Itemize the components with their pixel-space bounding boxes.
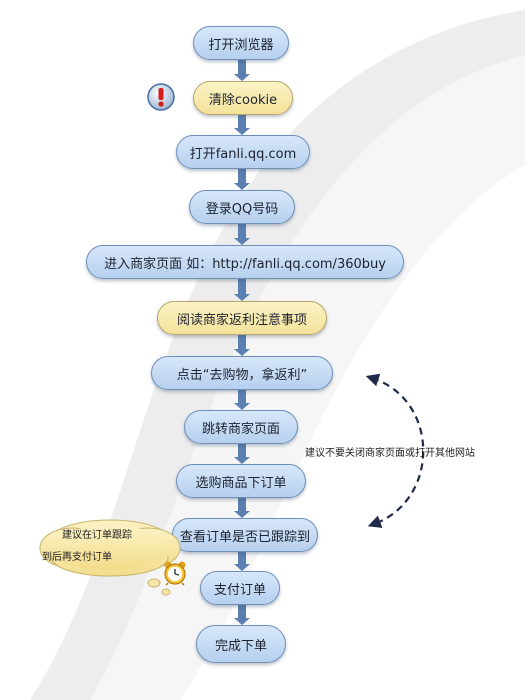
cloud-text-line1: 建议在订单跟踪 [62, 530, 132, 541]
connector-arrow-head [234, 183, 250, 190]
connector-arrow-head [234, 564, 250, 571]
connector-arrow-shaft [238, 279, 246, 295]
connector-arrow-shaft [238, 552, 246, 565]
connector-arrow-shaft [238, 224, 246, 239]
connector-arrow-head [234, 349, 250, 356]
connector-arrow-head [234, 403, 250, 410]
connector-arrow-head [234, 618, 250, 625]
node-clear-cookie: 清除cookie [193, 81, 293, 115]
cloud-text-line2: 到后再支付订单 [42, 552, 112, 563]
connector-arrow-shaft [238, 335, 246, 350]
node-login-qq: 登录QQ号码 [189, 190, 295, 224]
node-jump-merchant: 跳转商家页面 [184, 410, 298, 444]
node-check-order-tracked: 查看订单是否已跟踪到 [172, 518, 318, 552]
connector-arrow-shaft [238, 115, 246, 129]
node-click-shop: 点击“去购物，拿返利” [151, 356, 333, 390]
node-place-order: 选购商品下订单 [176, 464, 306, 498]
connector-arrow-shaft [238, 498, 246, 512]
connector-arrow-shaft [238, 605, 246, 619]
connector-arrow-shaft [238, 390, 246, 404]
node-open-fanli: 打开fanli.qq.com [176, 135, 310, 169]
connector-arrow-head [234, 238, 250, 245]
connector-arrow-head [234, 457, 250, 464]
side-note-keep-page-open: 建议不要关闭商家页面或打开其他网站 [305, 448, 475, 459]
connector-arrow-shaft [238, 169, 246, 184]
node-open-browser: 打开浏览器 [193, 26, 289, 60]
connector-arrow-shaft [238, 60, 246, 75]
connector-arrow-head [234, 294, 250, 301]
cloud-callout [39, 519, 181, 596]
alarm-clock-icon [164, 561, 186, 586]
connector-arrow-head [234, 128, 250, 135]
connector-arrow-head [234, 74, 250, 81]
node-complete-order: 完成下单 [196, 625, 286, 663]
connector-arrow-head [234, 511, 250, 518]
connector-arrow-shaft [238, 444, 246, 458]
node-read-notes: 阅读商家返利注意事项 [157, 301, 327, 335]
node-enter-merchant-page: 进入商家页面 如：http://fanli.qq.com/360buy [86, 245, 404, 279]
exclamation-warning-icon [147, 83, 175, 111]
node-pay-order: 支付订单 [200, 571, 280, 605]
